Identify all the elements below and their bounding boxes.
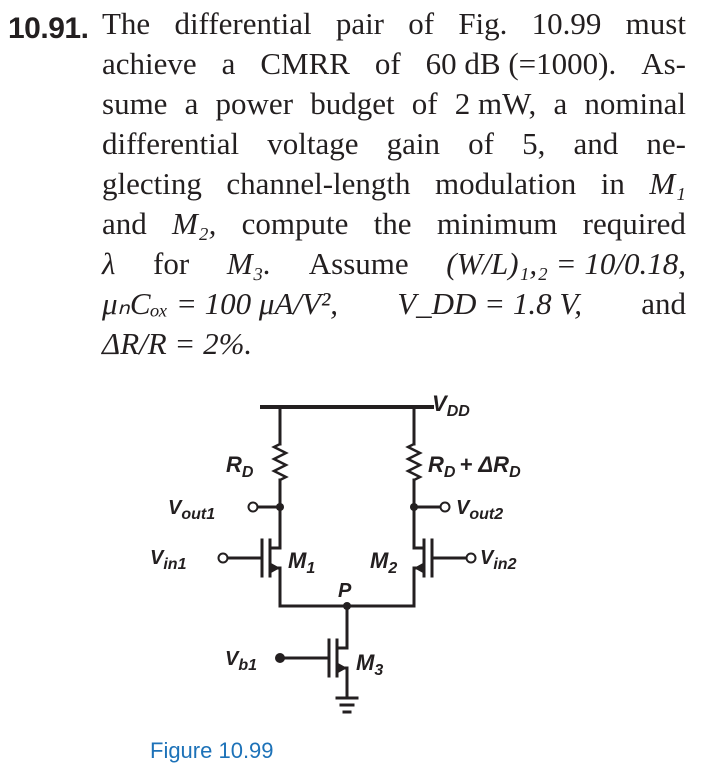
word: of [408, 6, 435, 41]
vout2-label: Vout2 [456, 497, 503, 523]
vout1-label: Vout1 [168, 497, 215, 523]
problem-line-1: The differential pair of Fig. 10.99 must [102, 4, 686, 44]
math-mucox: μₙCₒₓ = 100 μA/V², [102, 286, 339, 321]
word: of [374, 46, 401, 81]
math-m2: M₂, [172, 206, 217, 241]
word: glecting [102, 166, 202, 201]
word: and [641, 286, 686, 321]
word: the [373, 206, 412, 241]
word: and [573, 126, 619, 161]
problem-number: 10.91. [8, 12, 89, 45]
node-p-label: P [338, 580, 352, 602]
word: of [411, 86, 438, 121]
problem-line-4: differential voltage gain of 5, and ne- [102, 124, 686, 164]
problem-line-6: and M₂, compute the minimum required [102, 204, 686, 244]
problem-line-8: μₙCₒₓ = 100 μA/V², V_DD = 1.8 V, and [102, 284, 686, 324]
problem-line-2: achieve a CMRR of 60 dB (=1000). As- [102, 44, 686, 84]
word: gain [386, 126, 441, 161]
word: ne- [646, 126, 686, 161]
word: sume [102, 86, 168, 121]
m3-arrow-icon [338, 663, 347, 673]
word: achieve [102, 46, 197, 81]
math-m1: M₁ [649, 166, 686, 201]
word: modulation [435, 166, 577, 201]
vin2-terminal [465, 552, 477, 564]
problem-line-3: sume a power budget of 2 mW, a nominal [102, 84, 686, 124]
rd-left-label: RD [226, 452, 254, 481]
vdd-label: VDD [432, 391, 470, 420]
word: and [102, 206, 147, 241]
figure-caption: Figure 10.99 [150, 738, 274, 763]
word: voltage [267, 126, 359, 161]
word: Assume [308, 246, 409, 281]
junction-dot [343, 602, 351, 610]
word: for [153, 246, 190, 281]
word: a [184, 86, 199, 121]
math-m3: M₃. [226, 246, 272, 281]
word: The [102, 6, 151, 41]
math-vdd: V_DD = 1.8 V, [397, 286, 583, 321]
word: power [215, 86, 294, 121]
vb1-label: Vb1 [225, 648, 257, 674]
word: 5, [522, 126, 546, 161]
vout2-terminal [439, 501, 451, 513]
m1-label: M1 [288, 548, 315, 577]
vb1-terminal-dot [275, 653, 285, 663]
word: CMRR [260, 46, 350, 81]
word: As- [641, 46, 686, 81]
junction-dot [410, 503, 418, 511]
vin1-terminal [217, 552, 229, 564]
vin1-label: Vin1 [150, 547, 187, 573]
word: 60 dB (=1000). [425, 46, 617, 81]
word: 2 mW, [454, 86, 537, 121]
word: must [625, 6, 686, 41]
vout1-terminal [247, 501, 259, 513]
math-deltar: ΔR/R = 2%. [102, 326, 253, 361]
word: differential [102, 126, 240, 161]
problem-line-5: glecting channel-length modulation in M₁ [102, 164, 686, 204]
math-wl: (W/L)₁,₂ = 10/0.18, [446, 246, 686, 281]
rd-right-label: RD+ ΔRD [428, 452, 521, 481]
word: in [600, 166, 625, 201]
word: differential [174, 6, 312, 41]
m3-label: M3 [356, 650, 383, 679]
word: required [582, 206, 686, 241]
word: 10.99 [531, 6, 602, 41]
m2-label: M2 [370, 548, 397, 577]
word: of [468, 126, 494, 161]
vin2-label: Vin2 [480, 547, 517, 573]
word: channel-length [226, 166, 411, 201]
word: a [553, 86, 568, 121]
word: pair [335, 6, 385, 41]
math-lambda: λ [102, 246, 116, 281]
word: Fig. [458, 6, 508, 41]
word: minimum [436, 206, 558, 241]
word: compute [241, 206, 349, 241]
resistor-rd-right [405, 442, 423, 482]
word: nominal [584, 86, 686, 121]
m1-arrow-icon [271, 563, 280, 573]
word: budget [310, 86, 395, 121]
word: a [221, 46, 236, 81]
problem-line-9: ΔR/R = 2%. [102, 324, 686, 364]
problem-line-7: λ for M₃. Assume (W/L)₁,₂ = 10/0.18, [102, 244, 686, 284]
junction-dot [276, 503, 284, 511]
resistor-rd-left [271, 442, 289, 482]
m2-arrow-icon [414, 563, 423, 573]
